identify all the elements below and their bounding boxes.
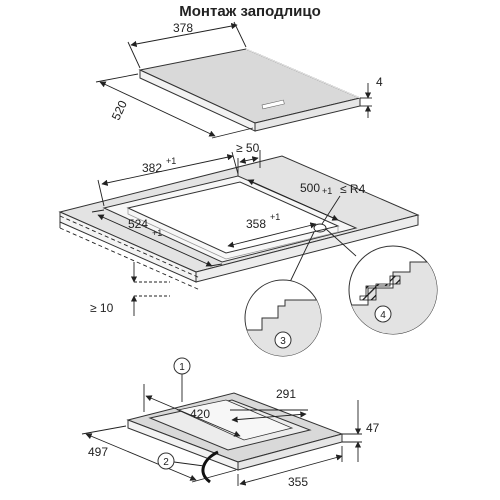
callout-1-badge xyxy=(173,357,191,375)
cutout-outer-width-tol: +1 xyxy=(166,156,176,166)
cutout-inner-width-tol: +1 xyxy=(270,212,280,222)
underside-dimensions xyxy=(81,374,362,486)
page-title: Монтаж заподлицо xyxy=(179,3,321,20)
underside-width-291: 291 xyxy=(276,387,296,401)
cutout-rear-depth-tol: +1 xyxy=(322,186,332,196)
underside-width-355: 355 xyxy=(288,475,308,489)
underside-depth-497: 497 xyxy=(88,445,108,459)
underside-width-420: 420 xyxy=(190,407,210,421)
hob-control-panel xyxy=(261,99,285,110)
detail-3-label: 3 xyxy=(280,336,286,347)
worktop-side xyxy=(195,214,419,283)
detail-circle-4: 4 xyxy=(348,245,438,335)
hob-depth-label: 520 xyxy=(109,98,130,122)
callout-1-label: 1 xyxy=(179,362,185,373)
hob-height-label: 4 xyxy=(376,75,383,89)
cutout-rear-depth-label: 500 xyxy=(300,181,320,195)
cutout-inner-width-label: 358 xyxy=(246,217,266,231)
detail-circle-3: 3 xyxy=(244,279,322,357)
underside-height-47: 47 xyxy=(366,421,380,435)
callout-2-label: 2 xyxy=(163,457,169,468)
cutout-dimensions xyxy=(59,150,357,316)
cutout-min-thickness-label: ≥ 10 xyxy=(90,301,114,315)
cutout-outer-depth-label: 524 xyxy=(128,217,148,231)
cutout-radius-label: ≤ R4 xyxy=(340,182,366,196)
underside-illustration xyxy=(126,392,344,484)
cutout-outer-width-label: 382 xyxy=(142,161,162,175)
cutout-outer-depth-tol: +1 xyxy=(152,228,162,238)
hob-illustration xyxy=(138,48,362,132)
detail-3-badge xyxy=(274,331,292,349)
detail-4-badge xyxy=(374,305,392,323)
cutout-min-rear-label: ≥ 50 xyxy=(236,141,260,155)
hob-dimensions xyxy=(95,21,372,139)
power-cable xyxy=(201,450,219,484)
callout-2-badge xyxy=(157,452,175,470)
hob-width-label: 378 xyxy=(173,21,193,35)
detail-4-label: 4 xyxy=(380,310,386,321)
